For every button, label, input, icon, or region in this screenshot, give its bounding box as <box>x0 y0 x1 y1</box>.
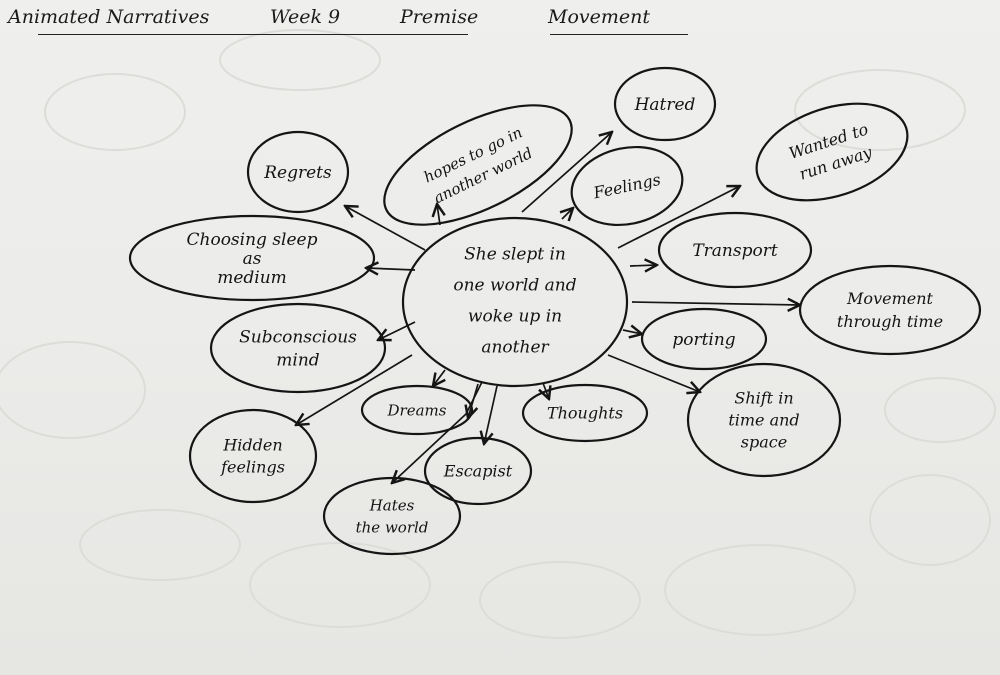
arrow-to-wanted <box>617 186 740 249</box>
node-dreams: Dreams <box>360 384 474 436</box>
node-escapist-label: Escapist <box>443 462 513 481</box>
central-idea-line: another <box>481 337 549 357</box>
node-thoughts-outline <box>521 383 649 443</box>
node-hates-outline <box>322 476 462 556</box>
node-movement-outline <box>798 264 982 356</box>
node-subconscious-label: mind <box>276 350 320 370</box>
arrow-to-dreams <box>433 369 445 386</box>
node-transport-outline <box>657 211 813 289</box>
connector-arrows <box>296 132 800 483</box>
central-idea-line: one world and <box>453 275 576 295</box>
page-heading: Animated Narratives Week 9 Premise Movem… <box>8 2 708 40</box>
node-shift: Shift in time and space <box>686 362 842 478</box>
node-hates-label: the world <box>356 518 429 536</box>
arrow-to-choosing <box>366 268 416 270</box>
node-porting-label: porting <box>672 330 735 350</box>
node-regrets: Regrets <box>246 130 350 214</box>
node-movement: Movement through time <box>798 264 982 356</box>
node-hatred: Hatred <box>613 66 717 142</box>
arrow-to-movement <box>631 302 800 305</box>
node-hates-label: Hates <box>369 496 415 514</box>
central-idea-node: She slept in one world and woke up in anoth… <box>401 216 629 388</box>
node-wanted-outline <box>755 102 909 202</box>
node-choosing-label: as <box>243 249 262 269</box>
node-subconscious-outline <box>209 302 387 394</box>
mind-map-nodes: She slept in one world and woke up in anoth… <box>128 66 982 556</box>
node-feelings: Feelings <box>570 145 684 227</box>
node-choosing-label: medium <box>217 268 287 288</box>
node-movement-label: Movement <box>846 289 933 308</box>
node-hates: Hates the world <box>322 476 462 556</box>
node-shift-label: space <box>741 433 787 452</box>
node-transport-label: Transport <box>692 241 778 261</box>
arrow-to-transport <box>629 265 657 266</box>
heading-week: Week 9 <box>270 6 341 28</box>
node-thoughts: Thoughts <box>521 383 649 443</box>
node-dreams-outline <box>360 384 474 436</box>
node-subconscious-label: Subconscious <box>239 327 357 347</box>
central-idea-outline <box>401 216 629 388</box>
node-hidden-label: Hidden <box>222 436 282 455</box>
node-escapist: Escapist <box>423 436 533 506</box>
node-choosing-label: Choosing sleep <box>187 230 318 250</box>
node-hopes-outline <box>383 104 573 226</box>
arrow-to-escapist <box>484 385 498 444</box>
node-feelings-outline <box>570 145 684 227</box>
node-transport: Transport <box>657 211 813 289</box>
node-subconscious: Subconscious mind <box>209 302 387 394</box>
arrow-to-hopes <box>437 204 440 226</box>
node-porting-outline <box>640 307 768 371</box>
node-hidden-label: feelings <box>220 458 285 477</box>
node-hatred-label: Hatred <box>634 95 696 115</box>
node-thoughts-label: Thoughts <box>547 404 623 423</box>
node-shift-label: time and <box>728 411 799 430</box>
node-feelings-label: Feelings <box>591 170 663 203</box>
node-choosing-outline <box>128 214 376 302</box>
node-shift-outline <box>686 362 842 478</box>
node-regrets-outline <box>246 130 350 214</box>
node-porting: porting <box>640 307 768 371</box>
node-dreams-label: Dreams <box>387 401 447 419</box>
node-movement-label: through time <box>837 312 943 331</box>
node-regrets-label: Regrets <box>263 163 332 183</box>
heading-course: Animated Narratives <box>8 6 210 28</box>
arrow-to-regrets <box>345 206 426 251</box>
arrow-to-subconscious <box>378 321 416 340</box>
node-hatred-outline <box>613 66 717 142</box>
arrow-to-shift <box>607 354 700 392</box>
arrow-to-porting <box>622 330 642 334</box>
heading-movement: Movement <box>548 6 651 28</box>
arrow-to-hidden <box>296 354 413 425</box>
central-idea-line: She slept in <box>464 244 566 264</box>
heading-underline-1 <box>38 34 468 35</box>
arrow-to-dreams-2 <box>468 383 479 418</box>
central-idea-line: woke up in <box>468 306 562 326</box>
arrow-to-hatred <box>521 132 612 213</box>
node-escapist-outline <box>423 436 533 506</box>
heading-underline-2 <box>550 34 688 35</box>
arrow-to-feelings <box>562 208 573 219</box>
node-hidden: Hidden feelings <box>188 408 318 504</box>
node-hidden-outline <box>188 408 318 504</box>
heading-premise: Premise <box>400 6 479 28</box>
node-shift-label: Shift in <box>734 389 793 408</box>
